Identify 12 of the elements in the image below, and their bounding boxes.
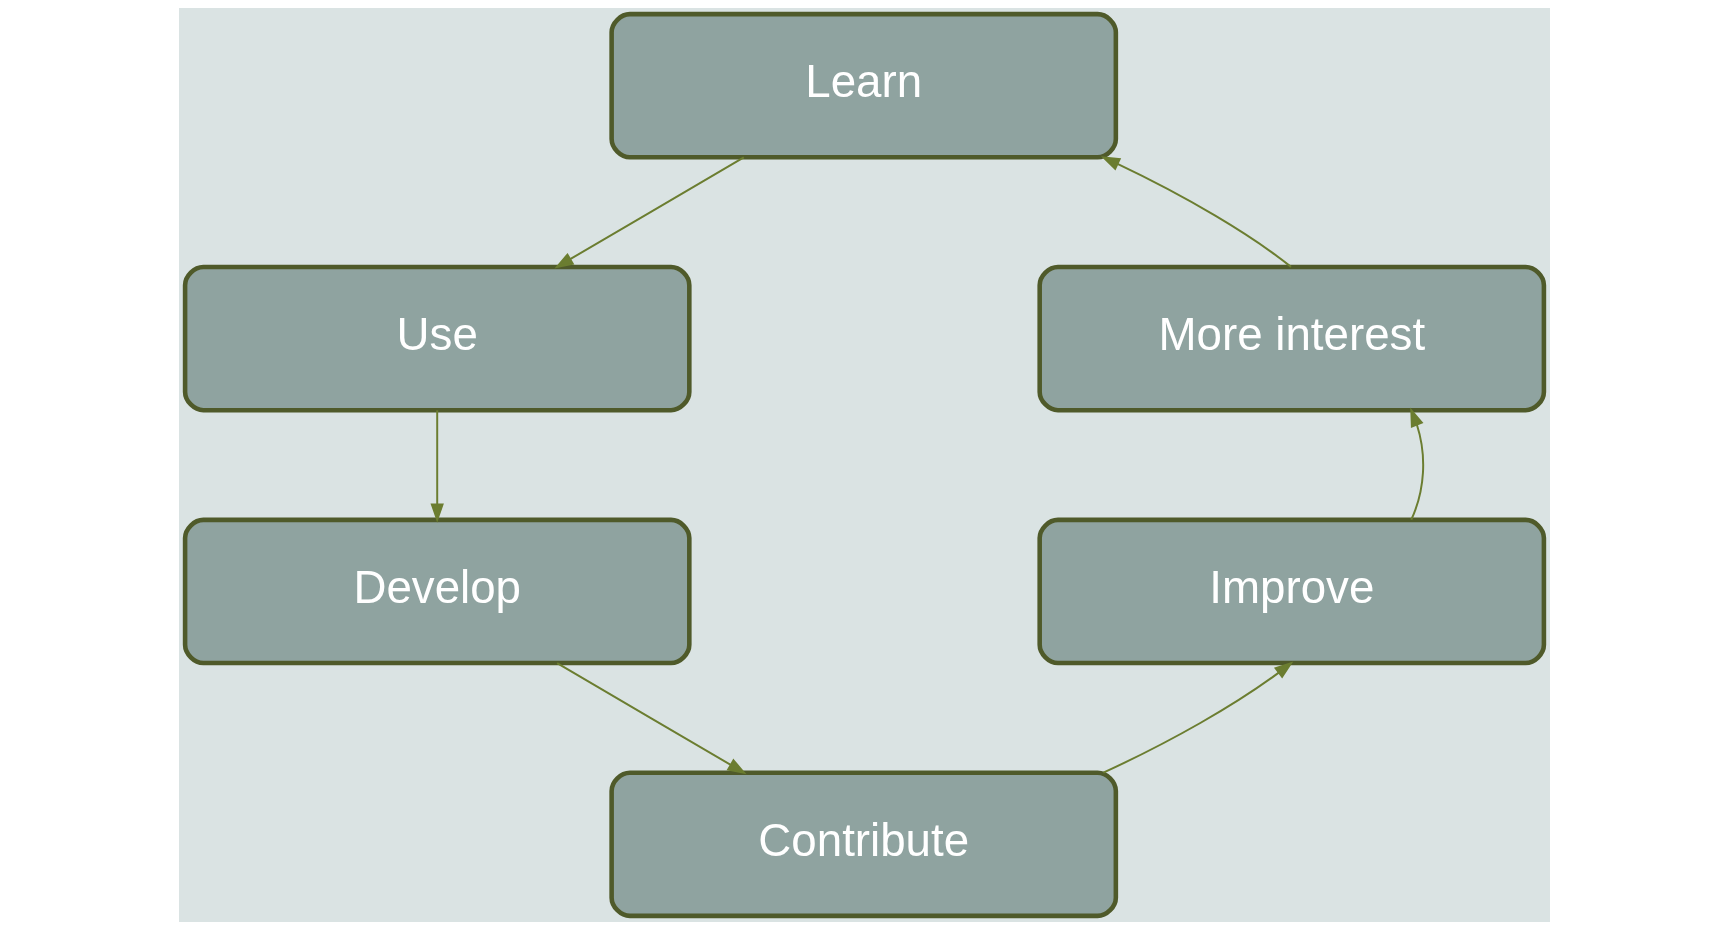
node-box: Use [182,264,692,413]
arrow [556,662,747,775]
node-box: More interest [1037,264,1547,413]
node-box: Develop [182,517,692,666]
arrow [1102,661,1294,774]
node-box: Learn [609,11,1119,160]
arrow [1410,407,1425,521]
arrow [1100,156,1292,268]
node-box: Improve [1037,517,1547,666]
arrow [430,409,444,523]
arrow [554,156,745,269]
node-box: Contribute [609,770,1119,919]
